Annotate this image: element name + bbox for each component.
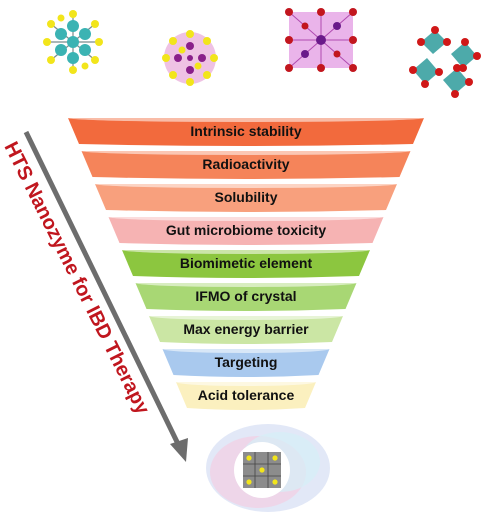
funnel-tier-band xyxy=(176,382,316,410)
funnel-tier: Targeting xyxy=(162,345,330,377)
funnel-tier: Intrinsic stability xyxy=(68,114,424,146)
funnel-tier-label: Acid tolerance xyxy=(198,387,295,403)
funnel-tier-band xyxy=(108,217,384,245)
funnel-tier-label: Intrinsic stability xyxy=(190,123,301,139)
crystal-structure-3 xyxy=(285,8,357,72)
funnel-tier-rim xyxy=(122,246,370,254)
crystal-structure-4 xyxy=(409,26,481,98)
funnel-tier-band xyxy=(95,184,397,212)
funnel-tier: Solubility xyxy=(95,180,397,212)
funnel-tier-rim xyxy=(68,114,424,122)
funnel-tier: Radioactivity xyxy=(81,147,411,179)
funnel-tier-band xyxy=(68,118,424,146)
funnel-tier: Biomimetic element xyxy=(122,246,370,278)
funnel-tier-band xyxy=(162,349,330,377)
funnel-tier-rim xyxy=(176,378,316,386)
screening-funnel: Intrinsic stabilityRadioactivitySolubili… xyxy=(68,114,424,410)
funnel-tier: Max energy barrier xyxy=(149,312,343,344)
nanozyme-result-image xyxy=(206,424,330,512)
funnel-tier-label: Biomimetic element xyxy=(180,255,313,271)
side-label: HTS Nanozyme for IBD Therapy xyxy=(0,138,154,418)
funnel-tier: Gut microbiome toxicity xyxy=(108,213,384,245)
funnel-tier-band xyxy=(149,316,343,344)
funnel-tier-label: Radioactivity xyxy=(202,156,289,172)
funnel-tier-rim xyxy=(108,213,384,221)
crystal-structure-2 xyxy=(162,30,218,86)
funnel-tier-label: IFMO of crystal xyxy=(195,288,296,304)
funnel-tier: IFMO of crystal xyxy=(135,279,357,311)
funnel-tier-band xyxy=(81,151,411,179)
funnel-tier-band xyxy=(122,250,370,278)
funnel-tier-rim xyxy=(95,180,397,188)
funnel-tier-band xyxy=(135,283,357,311)
funnel-tier-label: Solubility xyxy=(215,189,278,205)
funnel-tier-label: Targeting xyxy=(215,354,278,370)
crystal-structure-1 xyxy=(43,10,103,74)
funnel-tier-rim xyxy=(135,279,357,287)
funnel-tier-rim xyxy=(81,147,411,155)
funnel-tier-rim xyxy=(149,312,343,320)
funnel-tier-label: Max energy barrier xyxy=(183,321,309,337)
funnel-tier-label: Gut microbiome toxicity xyxy=(166,222,326,238)
funnel-tier: Acid tolerance xyxy=(176,378,316,410)
funnel-tier-rim xyxy=(162,345,330,353)
screening-arrow xyxy=(23,130,188,462)
